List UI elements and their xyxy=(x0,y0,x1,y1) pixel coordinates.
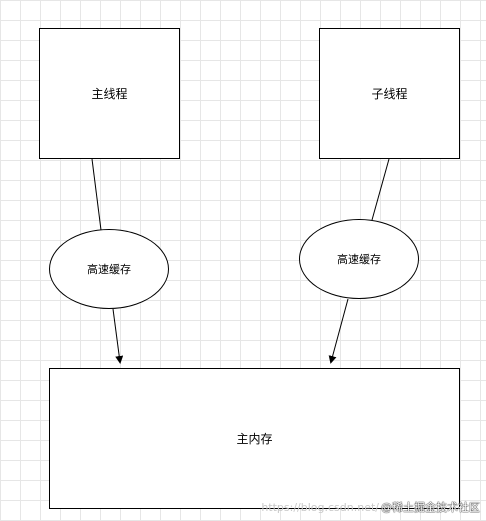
child-thread-label: 子线程 xyxy=(371,86,408,101)
connector-main-thread-to-cache xyxy=(91,158,102,231)
cache-left-ellipse: 高速缓存 xyxy=(49,229,169,309)
connector-child-thread-to-cache xyxy=(371,158,390,221)
main-memory-label: 主内存 xyxy=(236,431,273,446)
cache-right-label: 高速缓存 xyxy=(337,252,381,266)
main-memory-box: 主内存 xyxy=(49,368,460,509)
cache-right-ellipse: 高速缓存 xyxy=(299,219,419,299)
arrow-cache-left-to-main-memory xyxy=(112,308,124,364)
watermark-url: https://blog.csdn.net/ xyxy=(261,501,379,514)
watermark: https://blog.csdn.net/@稀土掘金技术社区 xyxy=(261,499,480,515)
arrow-cache-right-to-main-memory xyxy=(328,298,349,364)
cache-left-label: 高速缓存 xyxy=(87,262,131,276)
child-thread-box: 子线程 xyxy=(319,28,460,159)
watermark-brand: @稀土掘金技术社区 xyxy=(381,501,480,514)
main-thread-box: 主线程 xyxy=(39,28,180,159)
main-thread-label: 主线程 xyxy=(91,86,128,101)
